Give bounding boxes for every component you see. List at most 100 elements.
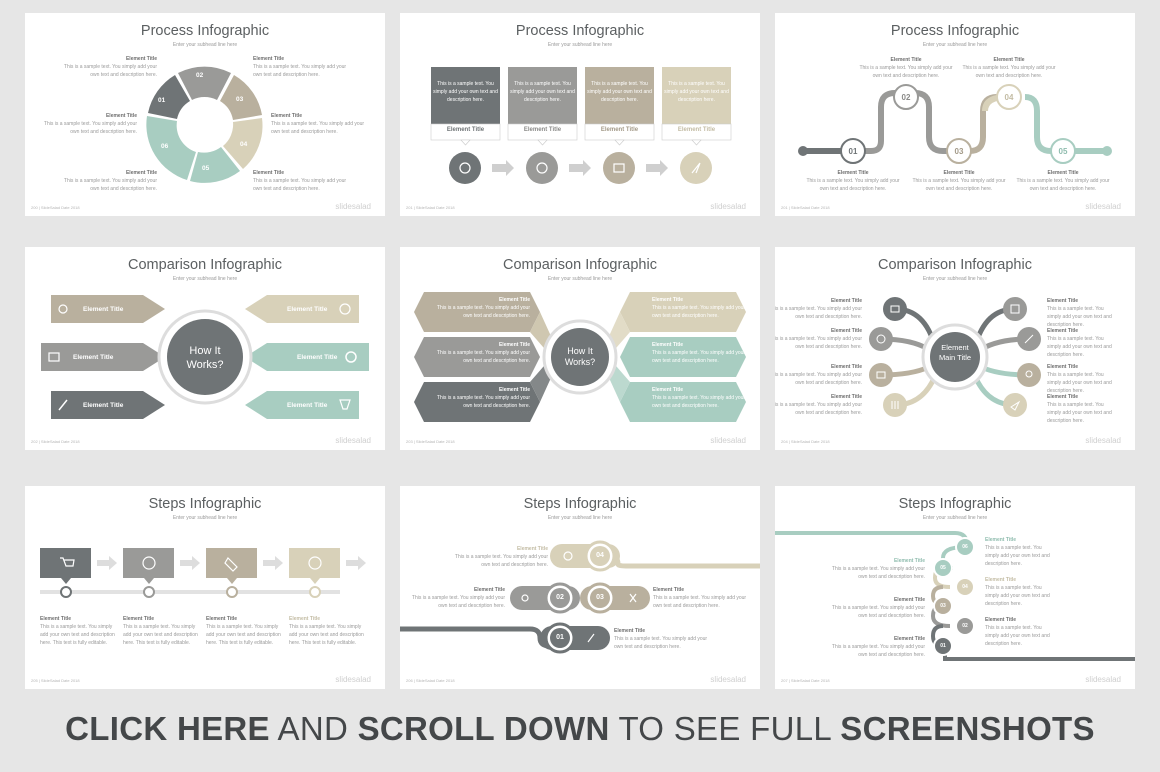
step-number-01: 01 [556,634,564,641]
step-number-02: 02 [556,594,564,601]
element-title: Element Title [287,402,328,409]
element-title: Element Title [287,306,328,313]
step-number-05: 05 [940,565,946,571]
slide-comparison-hub[interactable]: Comparison Infographic Enter your subhea… [775,247,1135,450]
slide-comparison-how[interactable]: Comparison Infographic Enter your subhea… [25,247,385,450]
slide-steps-stack[interactable]: Steps Infographic Enter your subhead lin… [775,486,1135,689]
brand-logo: slidesalad [710,436,746,445]
step-number-02: 02 [962,623,968,629]
slide-title: Process Infographic [515,23,645,39]
slide-process-circular[interactable]: Process Infographic Enter your subhead l… [25,13,385,216]
slide-subhead: Enter your subhead line here [172,42,238,48]
center-label: How It Works? [186,345,224,371]
slide-process-wave[interactable]: Process Infographic Enter your subhead l… [775,13,1135,216]
slide-footer: 204 | SlideSalad Date 2018 [781,439,830,444]
slide-subhead: Enter your subhead line here [922,276,988,282]
slide-footer: 202 | SlideSalad Date 2018 [31,439,80,444]
slide-subhead: Enter your subhead line here [922,42,988,48]
slide-process-boxes[interactable]: Process Infographic Enter your subhead l… [400,13,760,216]
center-label: How It Works? [564,346,596,367]
steps-stack-diagram [775,531,1135,661]
step-number-04: 04 [1004,93,1014,102]
step-number-05: 05 [202,165,210,172]
step-number-03: 03 [940,603,946,609]
slide-comparison-hex[interactable]: Comparison Infographic Enter your subhea… [400,247,760,450]
slide-footer: 203 | SlideSalad Date 2018 [406,439,455,444]
banner-screenshots: SCREENSHOTS [840,710,1095,747]
brand-logo: slidesalad [335,436,371,445]
slide-steps-pipes[interactable]: Steps Infographic Enter your subhead lin… [400,486,760,689]
step-number-06: 06 [161,143,169,150]
slide-footer: 205 | SlideSalad Date 2018 [31,678,80,683]
slide-title: Steps Infographic [898,496,1012,512]
slide-steps-timeline[interactable]: Steps Infographic Enter your subhead lin… [25,486,385,689]
call-to-action-banner[interactable]: CLICK HERE AND SCROLL DOWN TO SEE FULL S… [0,710,1160,748]
slide-title: Process Infographic [890,23,1020,39]
segment-01 [148,75,190,119]
step-number-03: 03 [236,96,244,103]
box-title: Element Title [600,127,639,133]
box-title: Element Title [446,127,485,133]
box-text: This is a sample text. You simply add yo… [664,81,729,103]
slide-subhead: Enter your subhead line here [547,515,613,521]
slide-subhead: Enter your subhead line here [547,276,613,282]
step-number-04: 04 [596,552,604,559]
step-number-03: 03 [954,147,964,156]
slide-footer: 206 | SlideSalad Date 2018 [406,678,455,683]
box-title: Element Title [523,127,562,133]
step-number-01: 01 [158,97,166,104]
center-label: Element Main Title [938,343,972,362]
banner-click-here: CLICK HERE [65,710,270,747]
slide-title: Steps Infographic [148,496,262,512]
process-boxes-diagram [430,67,732,184]
segment-03 [220,75,262,120]
slide-title: Comparison Infographic [878,257,1032,273]
brand-logo: slidesalad [1085,202,1121,211]
step-number-05: 05 [1058,147,1068,156]
slide-title: Steps Infographic [523,496,637,512]
box-title: Element Title [677,127,716,133]
slide-footer: 200 | SlideSalad Date 2018 [31,205,80,210]
box-text: This is a sample text. You simply add yo… [587,81,652,103]
segment-06 [146,116,196,180]
segment-02 [178,66,231,100]
banner-scroll-down: SCROLL DOWN [357,710,610,747]
step-number-02: 02 [196,72,204,79]
banner-to-see: TO SEE FULL [609,710,841,747]
slide-subhead: Enter your subhead line here [922,515,988,521]
element-title: Element Title [83,306,124,313]
step-number-01: 01 [848,147,858,156]
slide-title: Comparison Infographic [503,257,657,273]
brand-logo: slidesalad [1085,675,1121,684]
